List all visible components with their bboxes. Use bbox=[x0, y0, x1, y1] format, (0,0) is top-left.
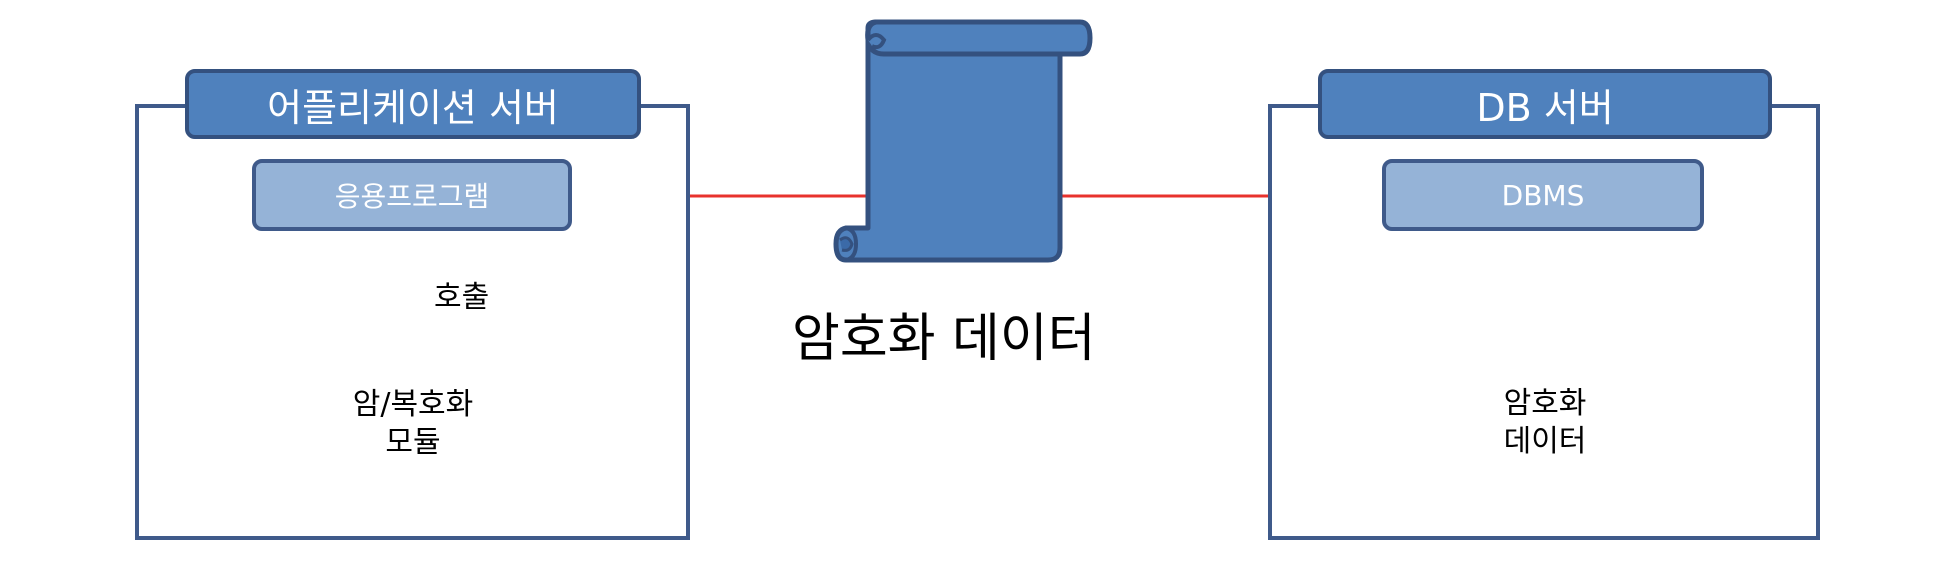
db-data-label: 암호화 데이터 bbox=[1420, 385, 1670, 461]
app-program-box: 응용프로그램 bbox=[252, 159, 572, 231]
crypto-module-line2: 모듈 bbox=[385, 425, 441, 460]
db-data-line1: 암호화 bbox=[1503, 386, 1587, 421]
db-data-line2: 데이터 bbox=[1503, 424, 1587, 459]
scroll-icon bbox=[833, 19, 1093, 263]
crypto-module-label: 암/복호화 모듈 bbox=[281, 386, 545, 462]
db-server-title: DB 서버 bbox=[1318, 69, 1772, 139]
encrypted-data-label: 암호화 데이터 bbox=[792, 309, 1096, 369]
call-label: 호출 bbox=[434, 280, 490, 315]
dbms-box: DBMS bbox=[1382, 159, 1704, 231]
app-server-title: 어플리케이션 서버 bbox=[185, 69, 641, 139]
crypto-module-line1: 암/복호화 bbox=[352, 387, 474, 422]
